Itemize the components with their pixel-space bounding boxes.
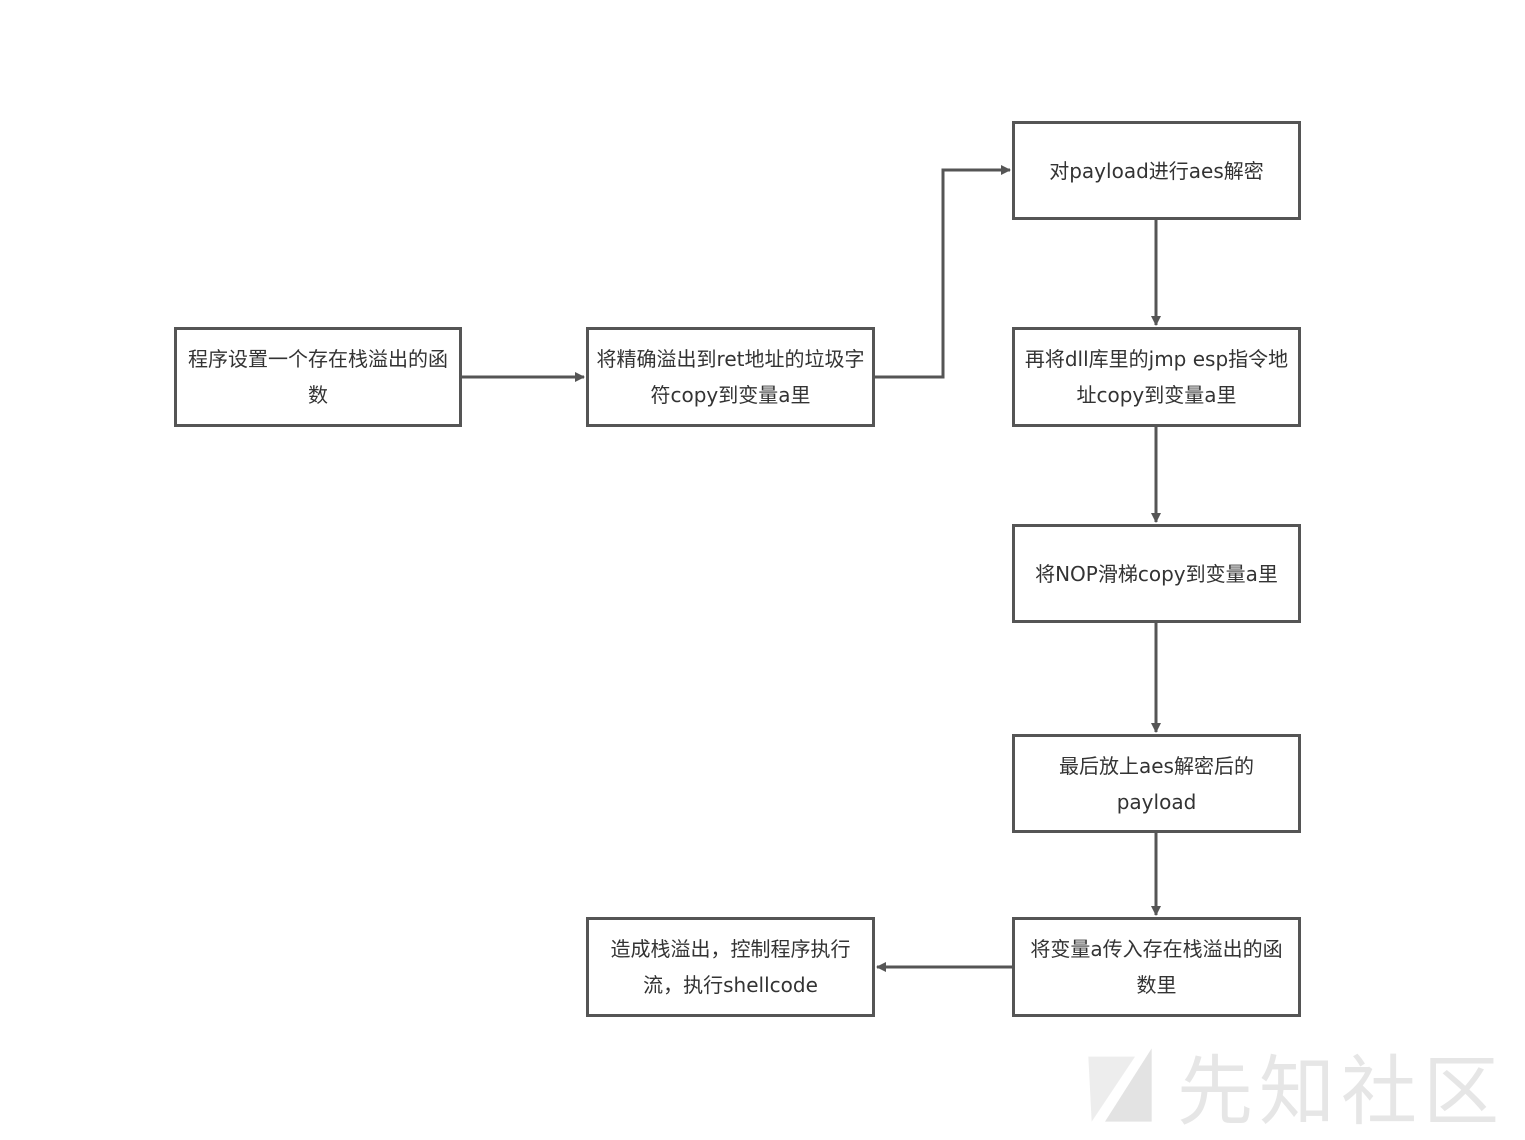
watermark-logo-icon	[1088, 1048, 1152, 1122]
node-label: 将NOP滑梯copy到变量a里	[1035, 561, 1278, 586]
node-pass-a-to-function: 将变量a传入存在栈溢出的函数里	[1012, 917, 1301, 1017]
node-label: 程序设置一个存在栈溢出的函数	[188, 347, 448, 407]
node-copy-nop-sled: 将NOP滑梯copy到变量a里	[1012, 524, 1301, 623]
node-execute-shellcode: 造成栈溢出，控制程序执行流，执行shellcode	[586, 917, 875, 1017]
node-label: 对payload进行aes解密	[1049, 158, 1264, 183]
node-create-vulnerable-function: 程序设置一个存在栈溢出的函数	[174, 327, 462, 427]
node-label: 再将dll库里的jmp esp指令地址copy到变量a里	[1024, 347, 1289, 407]
node-label: 造成栈溢出，控制程序执行流，执行shellcode	[610, 937, 851, 997]
node-copy-junk-to-a: 将精确溢出到ret地址的垃圾字符copy到变量a里	[586, 327, 875, 427]
watermark-text: 先知社区	[1177, 1047, 1505, 1136]
node-append-payload: 最后放上aes解密后的payload	[1012, 734, 1301, 833]
node-label: 将精确溢出到ret地址的垃圾字符copy到变量a里	[596, 347, 865, 407]
node-label: 将变量a传入存在栈溢出的函数里	[1030, 937, 1283, 997]
node-copy-jmp-esp: 再将dll库里的jmp esp指令地址copy到变量a里	[1012, 327, 1301, 427]
watermark: 先知社区	[1085, 1035, 1505, 1136]
edge-n2-n3	[874, 165, 1011, 379]
node-aes-decrypt-payload: 对payload进行aes解密	[1012, 121, 1301, 220]
node-label: 最后放上aes解密后的payload	[1059, 753, 1254, 814]
